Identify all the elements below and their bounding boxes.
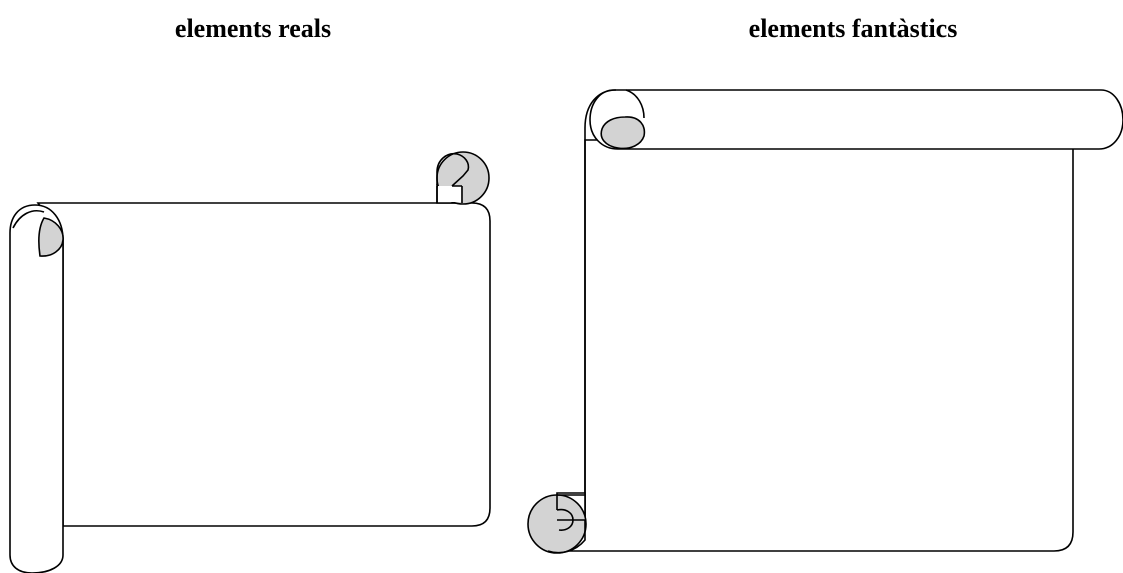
scroll-left-tab-cover [438, 186, 461, 202]
scroll-right-top-roll [589, 89, 1123, 150]
scroll-right-bottom-curl-inner [556, 494, 585, 531]
scroll-left-sheet [36, 202, 491, 527]
scroll-left-roll [9, 204, 64, 573]
scroll-right-top-curl-fold [625, 89, 645, 119]
scroll-left-tab-edge [436, 185, 463, 203]
heading-real-elements: elements reals [174, 14, 332, 43]
scroll-left-roll-fold [12, 210, 45, 229]
heading-fantastic-elements: elements fantàstics [748, 14, 958, 43]
scroll-right-bottom-curl-wrap [547, 520, 586, 554]
scroll-left-top-curl-inner [436, 152, 470, 187]
scroll-fantastic-elements [527, 89, 1123, 554]
scroll-right-sheet [563, 139, 1074, 552]
scroll-real-elements [9, 151, 491, 573]
scroll-right-top-curl [600, 116, 646, 150]
scroll-left-roll-curl [38, 217, 64, 257]
scroll-right-top-roll-outer [584, 89, 617, 129]
